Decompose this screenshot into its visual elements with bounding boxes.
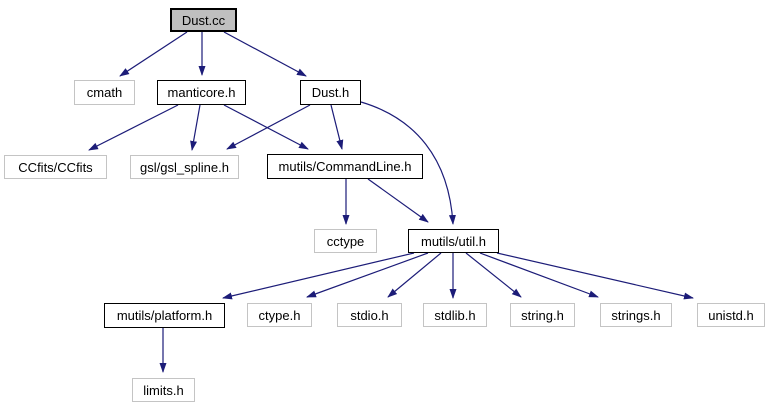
- graph-node-stdio-h: stdio.h: [337, 303, 402, 327]
- graph-node-ccfits: CCfits/CCfits: [4, 155, 107, 179]
- edge-manticore-h-to-commandline: [223, 104, 309, 150]
- edge-util-to-string-h: [465, 252, 522, 298]
- graph-node-string-h: string.h: [510, 303, 575, 327]
- graph-node-gsl-spline: gsl/gsl_spline.h: [130, 155, 239, 179]
- graph-node-strings-h: strings.h: [600, 303, 672, 327]
- graph-node-util[interactable]: mutils/util.h: [408, 229, 499, 253]
- edge-util-to-ctype-h: [306, 252, 429, 298]
- edge-dust-cc-to-cmath: [119, 31, 188, 77]
- edge-util-to-unistd-h: [496, 252, 694, 300]
- edge-dust-h-to-commandline: [330, 104, 344, 150]
- graph-node-platform[interactable]: mutils/platform.h: [104, 303, 225, 328]
- graph-node-unistd-h: unistd.h: [697, 303, 765, 327]
- graph-node-cmath: cmath: [74, 80, 135, 105]
- edge-manticore-h-to-gsl-spline: [190, 104, 201, 151]
- graph-node-commandline[interactable]: mutils/CommandLine.h: [267, 154, 423, 179]
- graph-node-limits-h: limits.h: [132, 378, 195, 402]
- edge-commandline-to-util: [367, 178, 429, 223]
- edge-dust-h-to-util: [360, 101, 456, 225]
- graph-node-stdlib-h: stdlib.h: [423, 303, 487, 327]
- edge-util-to-strings-h: [479, 252, 599, 298]
- graph-node-cctype: cctype: [314, 229, 377, 253]
- edge-util-to-stdio-h: [387, 252, 442, 298]
- graph-node-manticore-h[interactable]: manticore.h: [157, 80, 246, 105]
- graph-node-dust-cc: Dust.cc: [170, 8, 237, 32]
- edge-manticore-h-to-ccfits: [88, 104, 179, 151]
- graph-node-dust-h[interactable]: Dust.h: [300, 80, 361, 105]
- graph-node-ctype-h: ctype.h: [247, 303, 312, 327]
- edge-dust-cc-to-dust-h: [223, 31, 307, 77]
- edge-dust-h-to-gsl-spline: [226, 104, 311, 150]
- edge-util-to-platform: [222, 252, 415, 300]
